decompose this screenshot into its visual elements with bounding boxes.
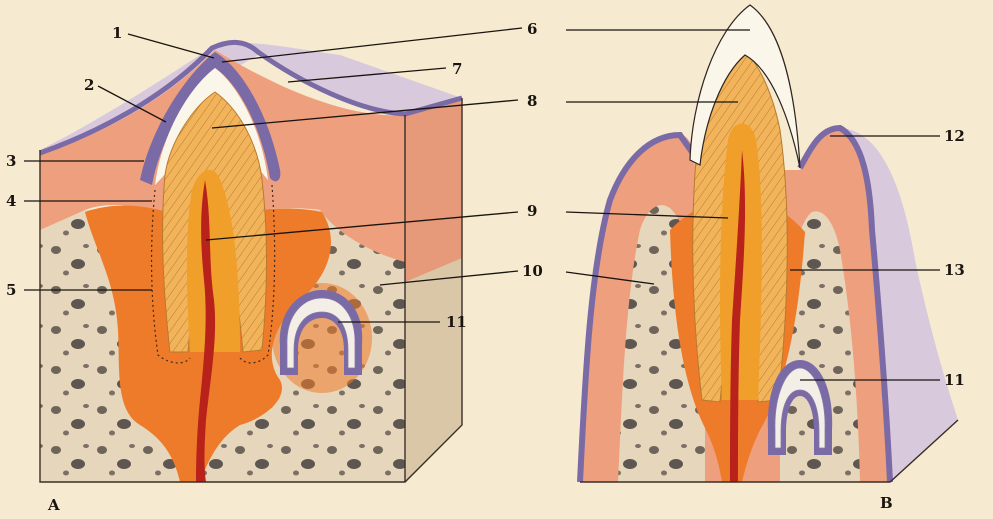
label-12: 12: [944, 127, 965, 145]
label-8: 8: [527, 92, 537, 110]
label-10: 10: [522, 262, 543, 280]
label-6: 6: [527, 20, 537, 38]
label-1: 1: [112, 24, 122, 42]
label-7: 7: [452, 60, 462, 78]
panel-label-b: B: [880, 494, 893, 512]
label-13: 13: [944, 261, 965, 279]
label-5: 5: [6, 281, 16, 299]
panel-label-a: A: [47, 496, 60, 514]
label-2: 2: [84, 76, 94, 94]
label-3: 3: [6, 152, 16, 170]
label-9: 9: [527, 202, 537, 220]
panel-b-diagram: [580, 5, 958, 482]
label-11-a: 11: [446, 313, 467, 331]
leader-1: [128, 34, 214, 58]
label-4: 4: [6, 192, 16, 210]
panel-a-diagram: [40, 42, 462, 482]
label-11-b: 11: [944, 371, 965, 389]
block-a-gum-side: [405, 98, 462, 282]
tooth-bud-a: [272, 283, 372, 393]
